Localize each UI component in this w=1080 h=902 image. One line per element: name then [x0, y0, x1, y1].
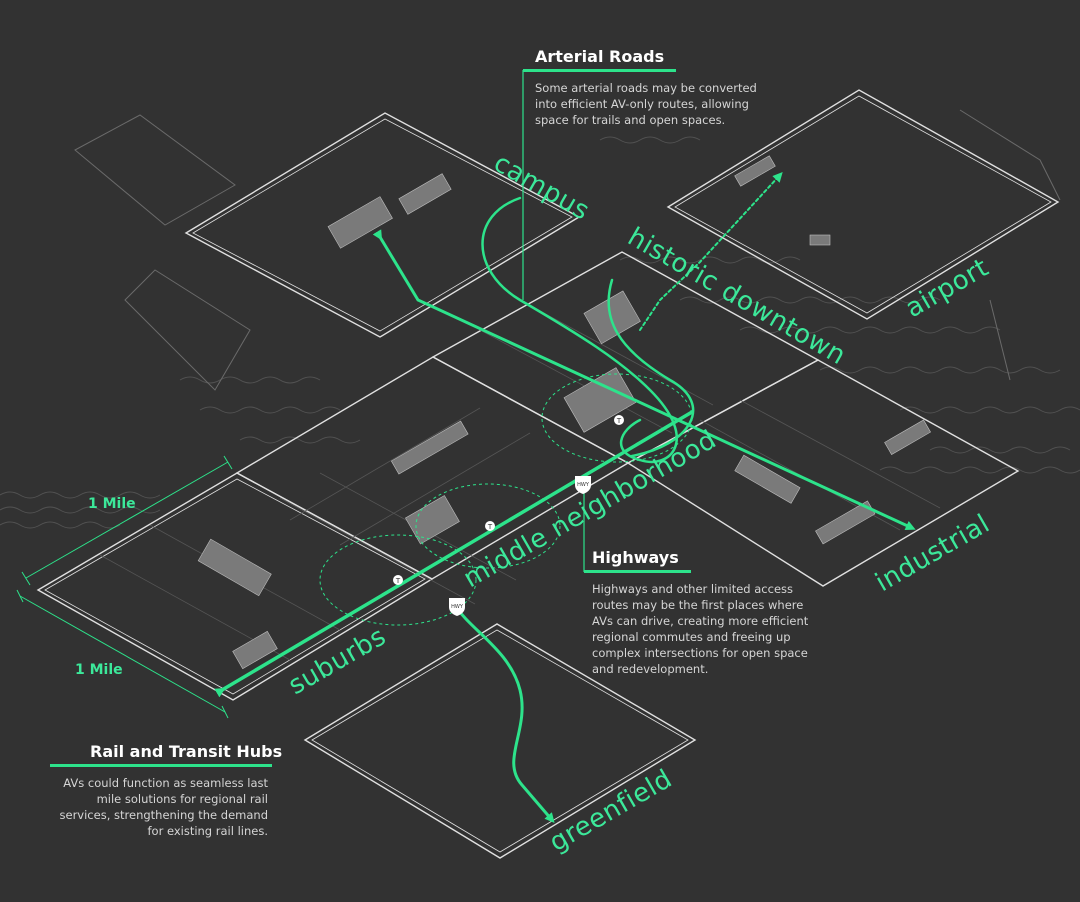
- svg-text:HWY: HWY: [577, 482, 590, 488]
- building-blocks: [197, 155, 931, 670]
- transit-stop-icon: T: [485, 521, 495, 531]
- tile-campus: [184, 112, 581, 338]
- tile-center: [235, 356, 630, 580]
- svg-text:T: T: [616, 417, 622, 425]
- callout-arterial-roads: Arterial Roads Some arterial roads may b…: [523, 47, 773, 128]
- highway-greenfield: [453, 603, 555, 824]
- arterial-campus-curve: [481, 196, 678, 464]
- svg-text:HWY: HWY: [451, 604, 464, 610]
- arterial-downtown-industrial: [372, 229, 916, 531]
- context-sketches: [74, 109, 1061, 391]
- zone-label-industrial: industrial: [871, 509, 996, 598]
- zone-label-greenfield: greenfield: [545, 764, 678, 858]
- callout-body: Highways and other limited access routes…: [592, 582, 809, 676]
- zone-label-campus: campus: [489, 148, 595, 227]
- transit-markers: T T T HWY HWY: [393, 415, 624, 616]
- airport-connector: [639, 172, 783, 331]
- zone-label-airport: airport: [901, 253, 994, 324]
- callout-title: Highways: [584, 548, 691, 573]
- dimension-label-depth: 1 Mile: [75, 662, 123, 678]
- callout-body: AVs could function as seamless last mile…: [59, 776, 268, 838]
- tile-greenfield: [303, 623, 697, 859]
- arterial-downtown-loop: [607, 278, 695, 458]
- callout-title: Rail and Transit Hubs: [50, 742, 282, 767]
- leader-lines: [522, 70, 585, 572]
- callout-title: Arterial Roads: [523, 47, 677, 72]
- callout-body: Some arterial roads may be converted int…: [535, 81, 757, 127]
- dimension-label-width: 1 Mile: [88, 496, 136, 512]
- svg-text:T: T: [487, 523, 493, 531]
- zone-label-suburbs: suburbs: [284, 621, 392, 701]
- routes: [214, 172, 916, 824]
- transit-stop-icon: T: [614, 415, 624, 425]
- svg-text:T: T: [395, 577, 401, 585]
- dimension-lines: [16, 455, 233, 719]
- highway-shield-icon: HWY: [575, 476, 591, 494]
- tile-suburbs: [36, 472, 434, 701]
- callout-rail-transit: Rail and Transit Hubs AVs could function…: [50, 742, 282, 839]
- highway-shield-icon: HWY: [449, 598, 465, 616]
- transit-stop-icon: T: [393, 575, 403, 585]
- callout-highways: Highways Highways and other limited acce…: [584, 548, 814, 677]
